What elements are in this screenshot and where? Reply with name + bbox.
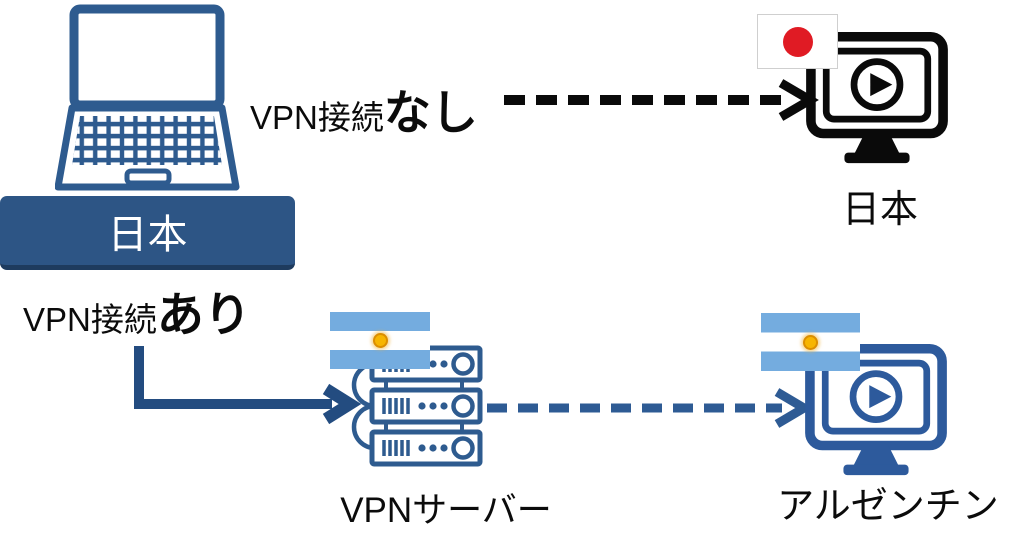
laptop-icon [55, 4, 240, 191]
argentina-flag-icon-monitor [761, 313, 860, 371]
vpn-dashed-arrow [487, 388, 813, 428]
japan-source-label: 日本 [107, 212, 188, 257]
vpn-on-label: VPN接続あり [23, 276, 251, 345]
argentina-flag-icon-server [330, 312, 430, 369]
japan-flag-icon [757, 14, 838, 69]
japan-source-box: 日本 [0, 196, 295, 270]
japan-destination-label: 日本 [841, 189, 918, 231]
no-vpn-label: VPN接続なし [250, 74, 478, 143]
vpn-on-label-emphasis: あり [156, 288, 251, 341]
vpn-on-label-prefix: VPN接続 [23, 301, 157, 338]
no-vpn-label-prefix: VPN接続 [250, 99, 384, 136]
argentina-destination-label: アルゼンチン [777, 485, 999, 526]
no-vpn-dashed-arrow [504, 79, 819, 121]
vpn-solid-elbow-arrow [134, 346, 362, 425]
no-vpn-label-emphasis: なし [383, 86, 478, 139]
vpn-server-label: VPNサーバー [340, 491, 552, 530]
